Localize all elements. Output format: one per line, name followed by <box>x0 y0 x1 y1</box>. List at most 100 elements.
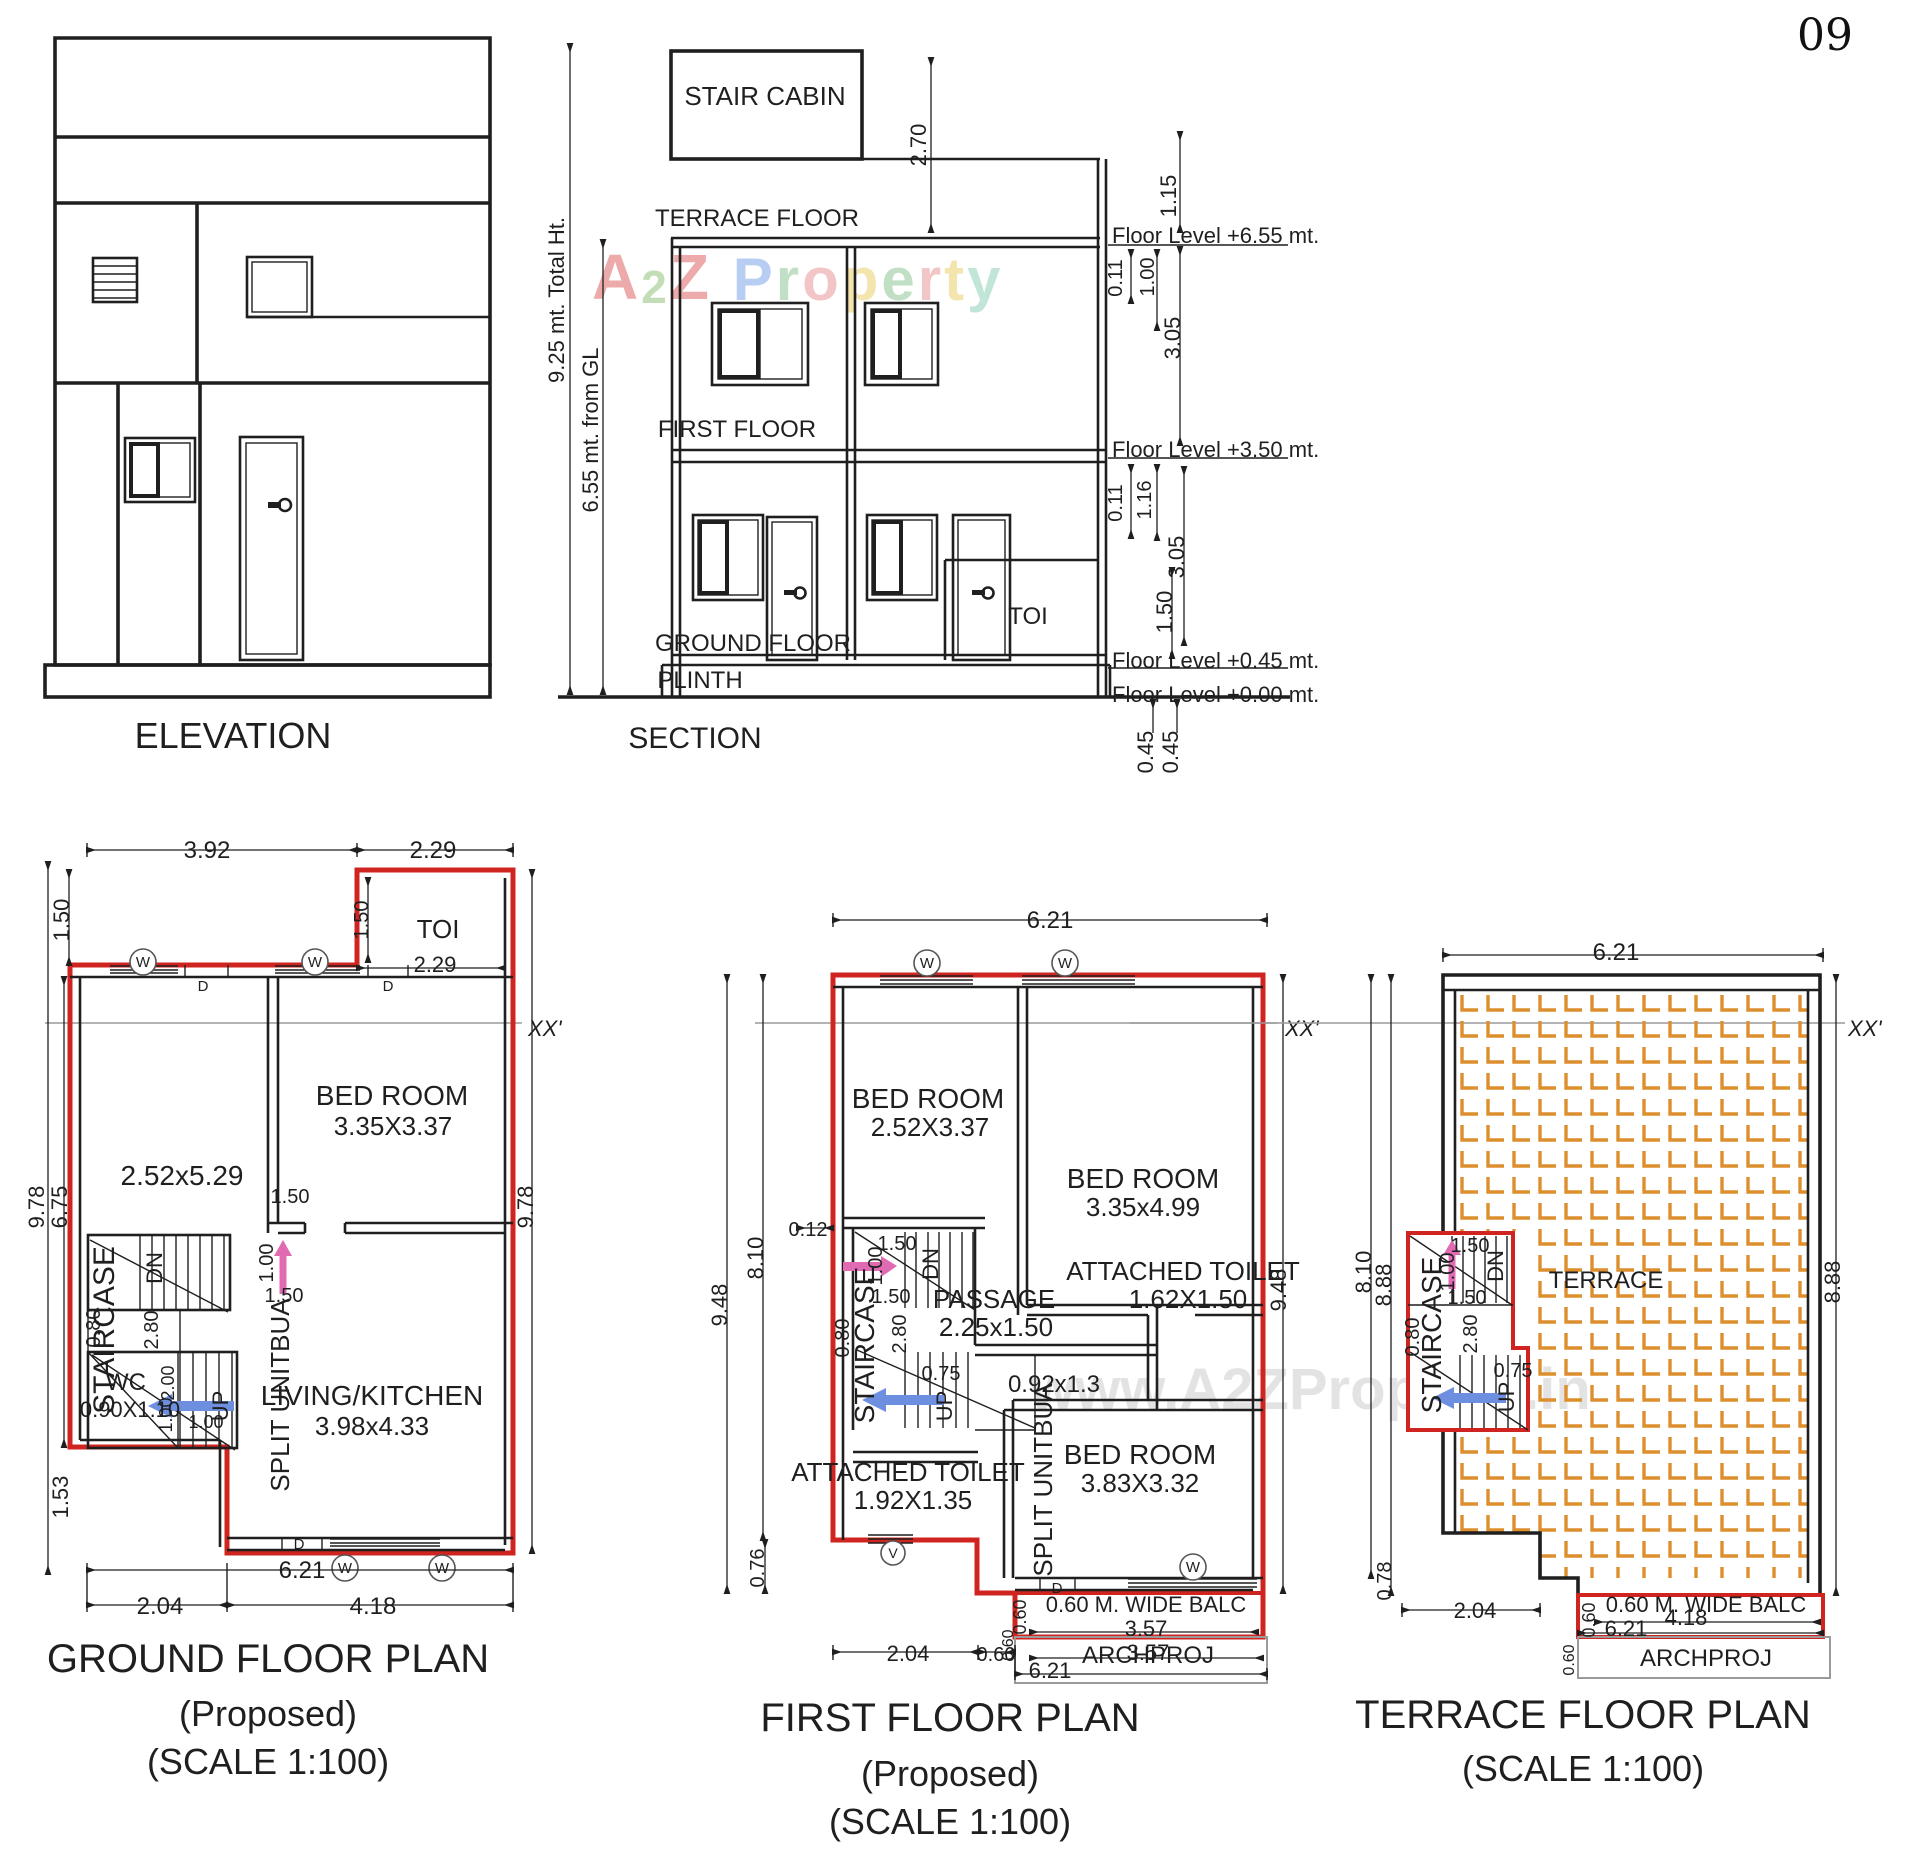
door-symbol: D <box>294 1536 305 1553</box>
door-symbol: D <box>383 978 394 995</box>
up-arrow-icon <box>148 1394 234 1418</box>
dim: 4.18 <box>350 1593 397 1620</box>
elevation-title: ELEVATION <box>135 715 332 756</box>
room-size: 2.25x1.50 <box>939 1312 1053 1342</box>
dim: 3.05 <box>1164 536 1189 579</box>
dim: 1.53 <box>48 1476 73 1519</box>
window-circle-icon <box>129 948 157 976</box>
door-icon <box>765 515 819 662</box>
plan-scale: (SCALE 1:100) <box>829 1801 1071 1842</box>
dim: 0.60 <box>1561 1644 1578 1675</box>
room-label-attached-toilet: ATTACHED TOILET <box>1066 1256 1300 1286</box>
dim: 2.00 <box>158 1365 178 1400</box>
plinth-label: PLINTH <box>657 667 742 694</box>
ground-floor-label: GROUND FLOOR <box>655 630 851 657</box>
dim: 6.21 <box>1605 1616 1648 1641</box>
stair-cabin-label: STAIR CABIN <box>684 81 845 111</box>
dim: 6.21 <box>1027 907 1074 934</box>
stair-dn-label: DN <box>918 1248 943 1280</box>
dim: 0.78 <box>1374 1562 1396 1601</box>
room-size: 0.92x1.3 <box>1008 1371 1100 1398</box>
plinth-band <box>43 663 492 699</box>
dim: 2.70 <box>906 124 931 167</box>
room-label-terrace: TERRACE <box>1549 1267 1664 1294</box>
dim: 1.50 <box>265 1285 304 1307</box>
room-label-staircase: STAIRCASE <box>849 1267 880 1424</box>
dim: 1.00 <box>865 1247 887 1286</box>
door-icon <box>238 435 305 662</box>
dim: 0.80 <box>832 1319 854 1358</box>
staircase-outline <box>1406 1231 1530 1432</box>
dim: 6.21 <box>1029 1658 1072 1683</box>
louver-window-icon <box>91 256 139 304</box>
split-unit-label: SPLIT UNITBUA <box>1028 1383 1058 1577</box>
window-icon <box>691 513 765 602</box>
dim: 0.76 <box>747 1549 769 1588</box>
dim: 8.10 <box>1351 1251 1376 1294</box>
dim: 1.50 <box>1451 1235 1490 1257</box>
plan-title: FIRST FLOOR PLAN <box>760 1696 1139 1740</box>
dim: 0.80 <box>1402 1318 1424 1357</box>
room-size: 2.52X3.37 <box>871 1112 990 1142</box>
terrace-outline <box>1441 973 1822 1597</box>
room-label-bedroom: BED ROOM <box>316 1080 468 1111</box>
window-symbol: W <box>1058 955 1073 972</box>
room-label-attached-toilet: ATTACHED TOILET <box>791 1457 1025 1487</box>
window-symbol: W <box>338 1560 353 1577</box>
dim: 2.29 <box>410 837 457 864</box>
window-symbol: W <box>920 955 935 972</box>
dim: 1.50 <box>878 1233 917 1255</box>
window-circle-icon <box>301 948 329 976</box>
plan-subtitle: (Proposed) <box>179 1693 357 1734</box>
dim: 4.18 <box>1665 1605 1708 1630</box>
dn-arrow-icon <box>1443 1240 1461 1289</box>
toi-label: TOI <box>1008 603 1048 630</box>
room-label-bedroom: BED ROOM <box>852 1083 1004 1114</box>
dim: 1.50 <box>351 901 373 940</box>
up-arrow-icon <box>1432 1387 1506 1409</box>
dim: 0.11 <box>1105 259 1127 296</box>
floor-level-350: Floor Level +3.50 mt. <box>1112 437 1319 462</box>
dim: 2.80 <box>1460 1315 1482 1354</box>
dim: 9.78 <box>24 1186 49 1229</box>
room-label-bedroom: BED ROOM <box>1067 1163 1219 1194</box>
dim: 1.50 <box>1152 591 1177 634</box>
plan-title: GROUND FLOOR PLAN <box>47 1637 489 1681</box>
dim: 1.16 <box>1134 481 1156 520</box>
dim: 2.04 <box>137 1593 184 1620</box>
plan-scale: (SCALE 1:100) <box>147 1741 389 1782</box>
dim: 2.80 <box>889 1315 911 1354</box>
dim: 3.05 <box>1160 317 1185 360</box>
room-label-living-kitchen: LIVING/KITCHEN <box>261 1380 483 1411</box>
dim: 3.57 <box>1127 1640 1170 1665</box>
dn-arrow-icon <box>843 1256 897 1277</box>
dn-arrow-icon <box>274 1240 292 1294</box>
dim: 3.92 <box>184 837 231 864</box>
dim: 0.75 <box>922 1363 961 1385</box>
dim: 0.60 <box>1579 1602 1599 1637</box>
dim: 2.04 <box>887 1641 930 1666</box>
dim: 0.75 <box>1494 1360 1533 1382</box>
room-size: 3.35x4.99 <box>1086 1192 1200 1222</box>
section-mark: XX' <box>1284 1016 1319 1041</box>
dim: 1.50 <box>49 899 74 942</box>
balcony-label: 0.60 M. WIDE BALC <box>1606 1592 1807 1617</box>
window-symbol: W <box>136 954 151 971</box>
dim: 8.10 <box>743 1237 768 1280</box>
window-icon <box>865 513 939 602</box>
dim: 3.57 <box>1125 1616 1168 1641</box>
dim: 0.60 <box>1010 1599 1030 1634</box>
stair-up-label: UP <box>208 1391 233 1422</box>
room-label-staircase: STAIRCASE <box>1416 1257 1447 1414</box>
window-icon <box>245 255 314 319</box>
room-size: 3.35X3.37 <box>334 1111 453 1141</box>
dim-from-gl: 6.55 mt. from GL <box>578 347 603 512</box>
terrace-tile-hatch <box>1540 1533 1808 1578</box>
stair-up-label: UP <box>932 1391 957 1422</box>
archproj-box <box>1577 1636 1831 1679</box>
room-label-passage: PASSAGE <box>933 1284 1055 1314</box>
window-icon <box>710 301 810 387</box>
